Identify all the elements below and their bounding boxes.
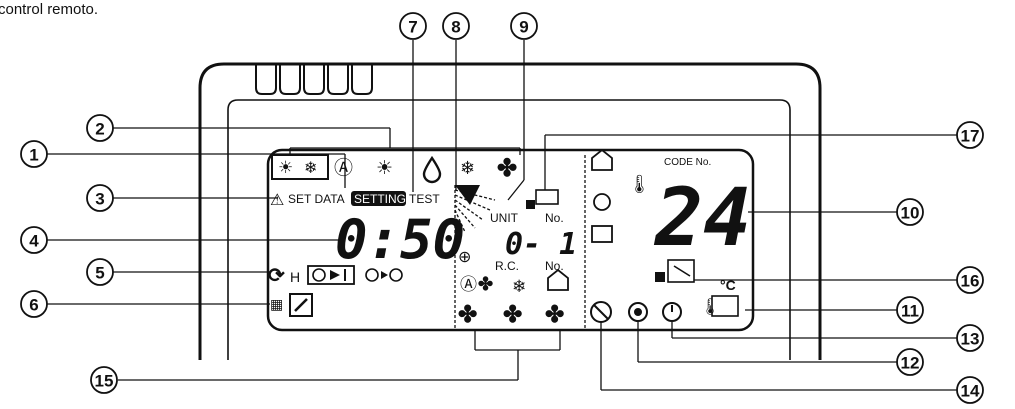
lock-icon-2 — [655, 272, 665, 282]
wrench-icon — [294, 298, 308, 312]
unit-no-label: No. — [545, 211, 564, 225]
test-label: TEST — [409, 192, 440, 206]
callout-circle-11 — [896, 296, 924, 324]
top-vents — [255, 64, 373, 95]
callout-number-10: 10 — [901, 204, 920, 223]
callout-number-17: 17 — [961, 127, 980, 146]
arrow-icon — [381, 271, 388, 279]
heat-cool-box — [271, 154, 329, 180]
filter-icon: ▦ — [270, 296, 283, 312]
thermometer-icon: 🌡 — [628, 174, 651, 194]
vent-box-icon — [591, 225, 613, 243]
heat-icon-2: ☀ — [376, 158, 393, 179]
callout-circle-9 — [510, 12, 538, 40]
callout-circle-1 — [20, 140, 48, 168]
heat-icon: ☀ — [278, 158, 293, 177]
callout-circle-15 — [90, 366, 118, 394]
callout-circle-8 — [442, 12, 470, 40]
room-display-icon — [711, 295, 739, 317]
cool-icon-2: ❄ — [460, 158, 475, 178]
callout-number-2: 2 — [95, 120, 104, 139]
callout-number-11: 11 — [901, 302, 919, 321]
set-data-label: SET DATA — [288, 192, 345, 206]
callout-circle-13 — [956, 324, 984, 352]
callout-number-3: 3 — [95, 190, 104, 209]
cool-icon-3: ❄ — [512, 277, 526, 296]
callout-number-8: 8 — [451, 18, 460, 37]
circulation-icon — [593, 193, 611, 211]
clock-icon-3 — [389, 268, 403, 282]
h-label: H — [290, 269, 300, 285]
defrost-icon — [628, 302, 648, 322]
callout-number-12: 12 — [901, 354, 920, 373]
fan-high-icon: ✤ — [458, 301, 477, 327]
unit-number-display: 0- 1 — [505, 227, 577, 262]
temp-unit-label: °C — [720, 277, 736, 293]
leader-lines — [46, 40, 958, 391]
wrench-box — [289, 293, 313, 317]
warning-icon: ⚠ — [270, 192, 284, 209]
dry-icon — [422, 155, 442, 184]
lock-icon — [526, 200, 535, 209]
callout-circle-10 — [896, 198, 924, 226]
power-icon — [662, 302, 682, 322]
rc-label: R.C. — [495, 259, 519, 273]
header-text: control remoto. — [0, 1, 98, 18]
swing-icon: ⟳ — [268, 265, 285, 287]
callout-circle-4 — [20, 226, 48, 254]
callout-circle-12 — [896, 348, 924, 376]
thermometer-icon-2: 🌡 — [700, 298, 720, 316]
code-value-display: 24 — [653, 171, 751, 264]
fan-auto-icon: ✤ — [478, 274, 493, 294]
unit-box-icon — [535, 189, 559, 205]
callout-circle-3 — [86, 184, 114, 212]
callout-circle-5 — [86, 258, 114, 286]
plus-icon: ⊕ — [458, 249, 471, 266]
auto-fan-icon: Ⓐ — [460, 275, 477, 294]
callout-circle-2 — [86, 114, 114, 142]
code-no-label: CODE No. — [664, 157, 711, 168]
callout-number-5: 5 — [95, 264, 104, 283]
callout-number-9: 9 — [519, 18, 528, 37]
play-icon — [330, 270, 340, 280]
callout-circle-6 — [20, 290, 48, 318]
callout-circle-14 — [956, 376, 984, 404]
housing-outer — [198, 62, 822, 360]
callout-number-6: 6 — [29, 296, 38, 315]
callout-number-15: 15 — [95, 372, 114, 391]
housing-inner — [227, 99, 791, 360]
setting-badge — [351, 191, 406, 206]
clock-icon-2 — [365, 268, 379, 282]
timer-on-box — [307, 265, 355, 285]
house-icon-2 — [591, 148, 613, 171]
louver-indicator — [454, 185, 496, 233]
house-icon — [547, 268, 569, 291]
fan-low-icon: ✤ — [545, 301, 564, 327]
callout-circle-17 — [956, 121, 984, 149]
clock-icon — [312, 268, 326, 282]
rc-no-label: No. — [545, 259, 564, 273]
callout-number-1: 1 — [29, 146, 38, 165]
schedule-box-icon — [667, 259, 695, 283]
callout-circle-7 — [399, 12, 427, 40]
callout-number-14: 14 — [961, 382, 980, 401]
cool-icon: ❄ — [304, 160, 317, 177]
fan-medium-icon: ✤ — [503, 301, 522, 327]
callout-number-16: 16 — [961, 272, 980, 291]
auto-icon: Ⓐ — [334, 157, 353, 179]
callout-number-7: 7 — [408, 18, 417, 37]
unit-label: UNIT — [490, 211, 519, 225]
timer-display: 0:50 — [335, 208, 465, 271]
callout-number-13: 13 — [961, 330, 980, 349]
fan-icon: ✤ — [497, 155, 517, 182]
callout-circle-16 — [956, 266, 984, 294]
callout-number-4: 4 — [29, 232, 39, 251]
setting-label: SETTING — [354, 192, 406, 206]
